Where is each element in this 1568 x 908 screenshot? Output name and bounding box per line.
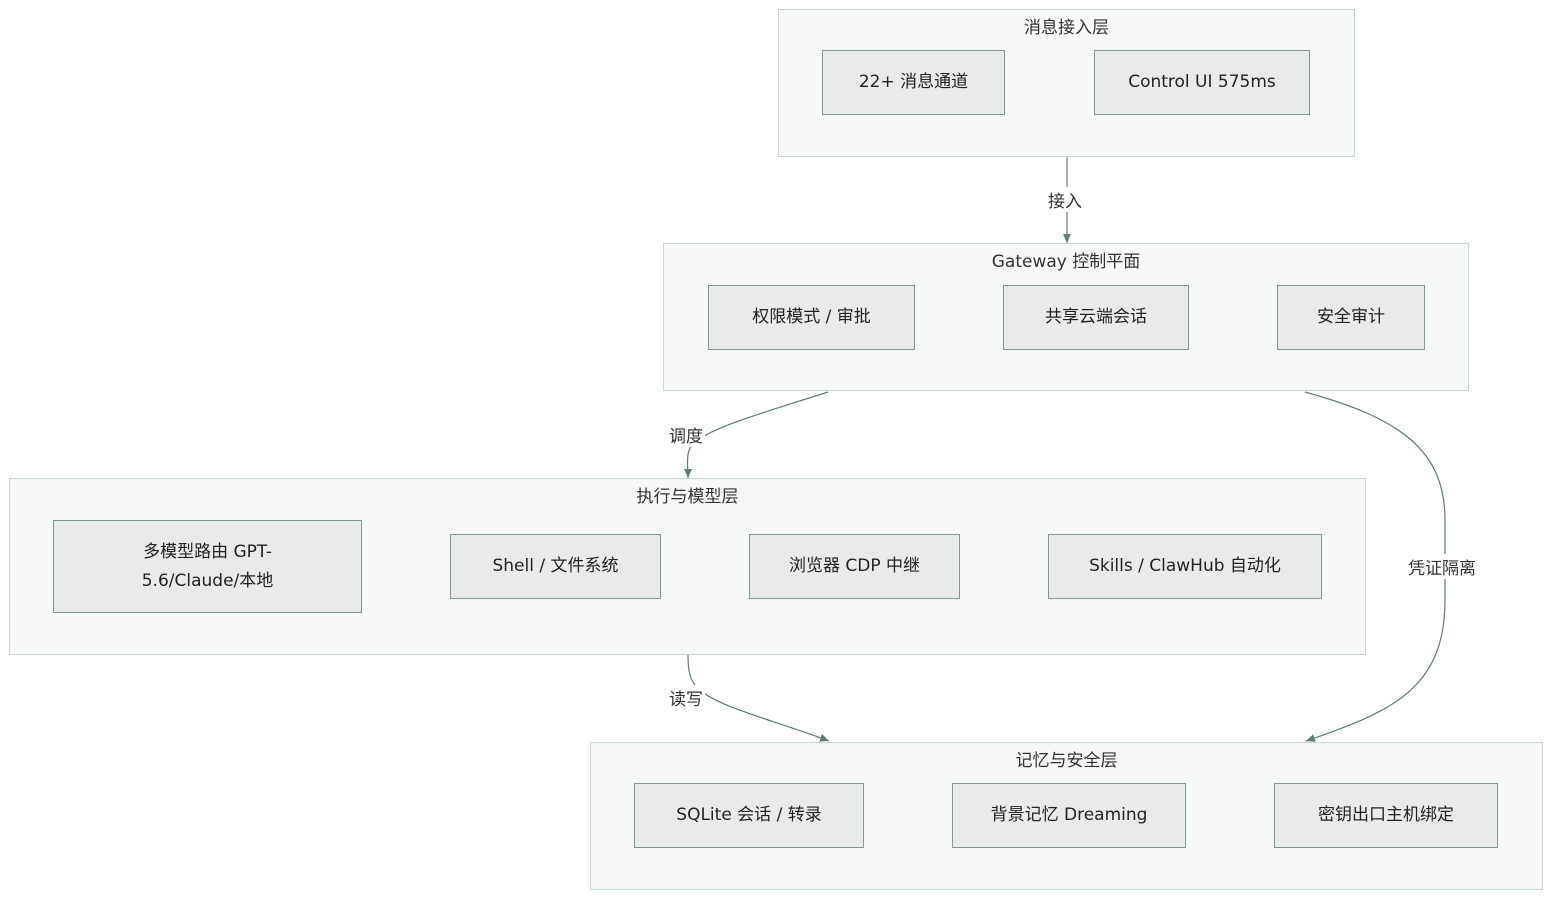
group-title: 消息接入层 — [1024, 18, 1109, 38]
node-message-channels[interactable]: 22+ 消息通道 — [822, 50, 1005, 115]
node-secret-egress[interactable]: 密钥出口主机绑定 — [1274, 783, 1498, 848]
node-shared-cloud-session[interactable]: 共享云端会话 — [1003, 285, 1189, 350]
edge-label-dispatch: 调度 — [667, 422, 705, 447]
node-model-router[interactable]: 多模型路由 GPT-5.6/Claude/本地 — [53, 520, 362, 613]
edge-label-credential-isolation: 凭证隔离 — [1406, 554, 1478, 579]
group-title: 执行与模型层 — [636, 487, 739, 507]
node-sqlite-sessions[interactable]: SQLite 会话 / 转录 — [634, 783, 864, 848]
edge-gateway-to-exec — [683, 391, 829, 479]
edge-label-read-write: 读写 — [667, 685, 705, 710]
node-permission-approval[interactable]: 权限模式 / 审批 — [708, 285, 915, 350]
node-background-memory[interactable]: 背景记忆 Dreaming — [952, 783, 1186, 848]
node-shell-filesystem[interactable]: Shell / 文件系统 — [450, 534, 661, 599]
edge-label-access: 接入 — [1046, 187, 1084, 212]
group-title: Gateway 控制平面 — [991, 252, 1141, 272]
node-control-ui[interactable]: Control UI 575ms — [1094, 50, 1310, 115]
node-browser-cdp[interactable]: 浏览器 CDP 中继 — [749, 534, 960, 599]
group-title: 记忆与安全层 — [1015, 751, 1118, 771]
node-security-audit[interactable]: 安全审计 — [1277, 285, 1425, 350]
edge-exec-to-memory — [687, 654, 830, 742]
node-skills-clawhub[interactable]: Skills / ClawHub 自动化 — [1048, 534, 1322, 599]
edge-gateway-to-memory — [1304, 391, 1446, 742]
